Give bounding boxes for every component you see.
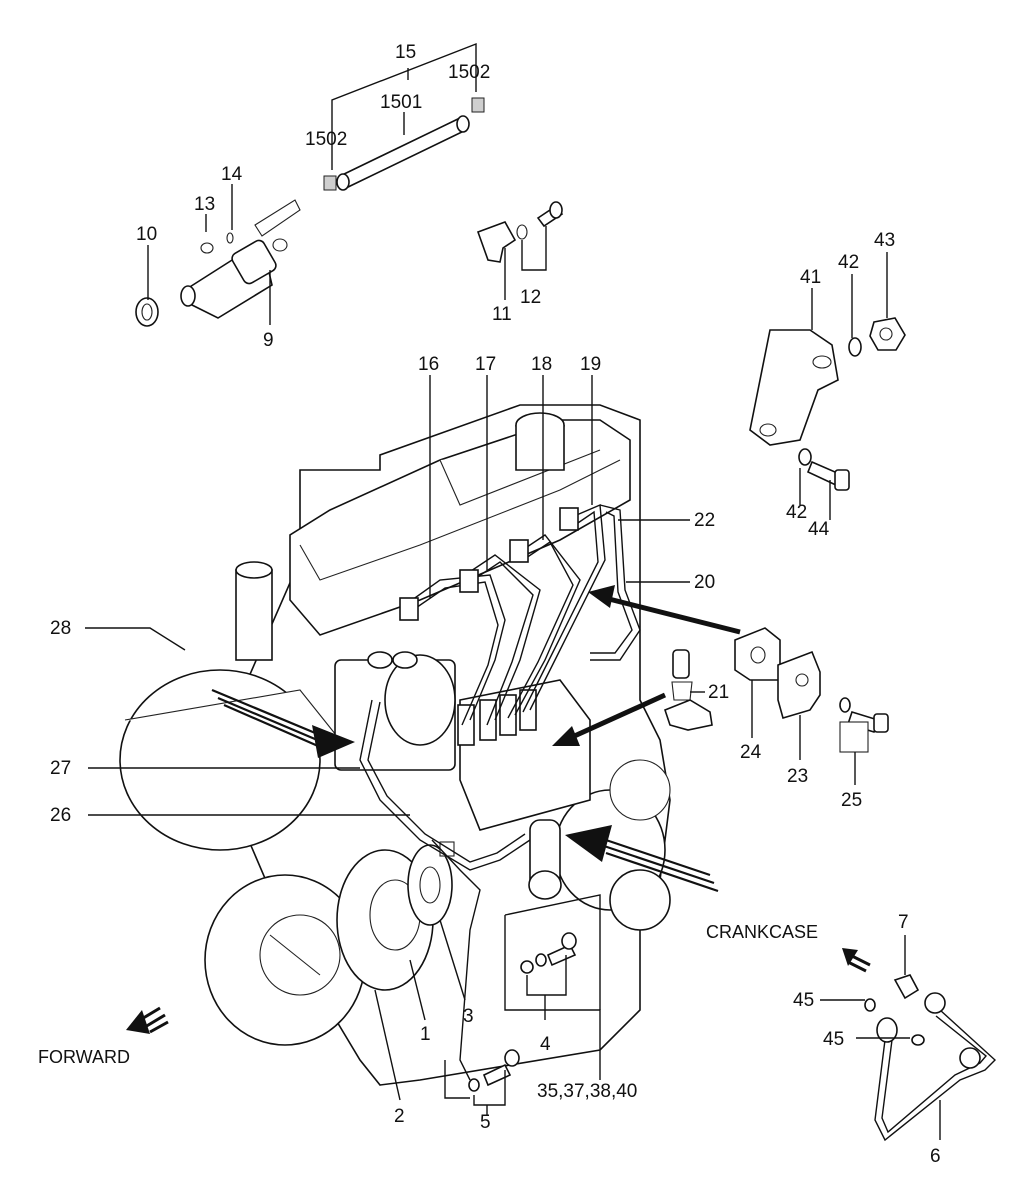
label-12: 12 [520,287,541,308]
label-35-37-38-40: 35,37,38,40 [537,1081,637,1102]
crankcase-label: CRANKCASE [706,922,818,942]
label-1502-top: 1502 [448,62,490,83]
label-2: 2 [394,1106,405,1127]
label-6: 6 [930,1146,941,1167]
part-number-labels: 15 1502 1501 1502 14 13 10 9 11 12 41 42… [50,42,941,1167]
label-10: 10 [136,224,157,245]
label-1: 1 [420,1024,431,1045]
label-23: 23 [787,766,808,787]
injector-9 [135,199,301,327]
label-43: 43 [874,230,895,251]
fittings-21-25 [664,627,889,753]
leader-lines [85,42,941,1140]
label-17: 17 [475,354,496,375]
label-45-bottom: 45 [823,1029,844,1050]
label-41: 41 [800,267,821,288]
label-19: 19 [580,354,601,375]
oil-pipe-6 [864,974,997,1142]
bracket-41 [749,317,906,491]
label-3: 3 [463,1006,474,1027]
engine-block [119,404,671,1086]
label-4: 4 [540,1034,551,1055]
label-45-top: 45 [793,990,814,1011]
label-15: 15 [395,42,416,63]
label-13: 13 [194,194,215,215]
label-27: 27 [50,758,71,779]
label-22: 22 [694,510,715,531]
label-21: 21 [708,682,729,703]
label-5: 5 [480,1112,491,1133]
label-28: 28 [50,618,71,639]
label-25: 25 [841,790,862,811]
label-9: 9 [263,330,274,351]
forward-arrow-icon [126,1006,169,1034]
label-26: 26 [50,805,71,826]
pointer-arrows [126,585,871,1034]
label-18: 18 [531,354,552,375]
fuel-injection-pipes [359,503,641,1081]
label-24: 24 [740,742,762,763]
label-1502-left: 1502 [305,129,347,150]
hose-assembly-15 [323,97,485,191]
label-42-bottom: 42 [786,502,807,523]
clip-11 [476,201,564,263]
label-20: 20 [694,572,715,593]
forward-label: FORWARD [38,1047,130,1067]
label-42-top: 42 [838,252,859,273]
callout-text: CRANKCASE FORWARD [38,922,818,1067]
label-16: 16 [418,354,439,375]
label-11: 11 [492,304,512,325]
label-14: 14 [221,164,243,185]
bolts-4-5 [468,932,577,1092]
label-7: 7 [898,912,909,933]
label-44: 44 [808,519,830,540]
label-1501: 1501 [380,92,422,113]
crankcase-arrow-icon [842,948,871,973]
